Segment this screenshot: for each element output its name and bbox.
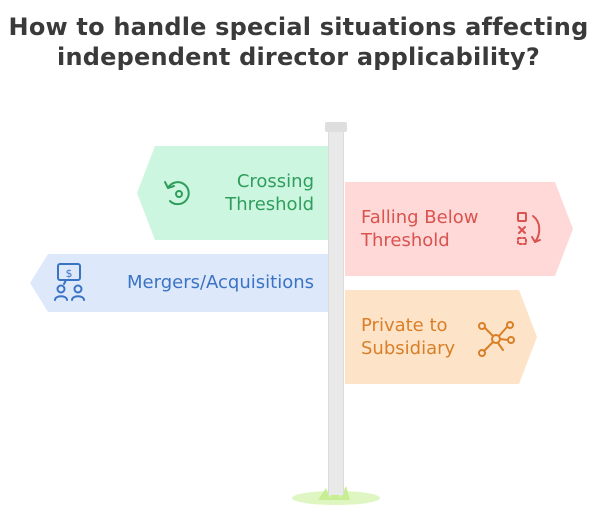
sign-crossing-shape [137,146,328,240]
rotate-ccw-icon [161,176,195,214]
sign-private-label: Private to Subsidiary [361,315,456,359]
sign-falling-shape [345,182,573,276]
sign-private-to-subsidiary: Private to Subsidiary [345,290,537,384]
money-exchange-icon: $ [52,262,88,308]
network-hub-icon [477,320,515,362]
sign-falling-label: Falling Below Threshold [361,207,479,251]
sign-mergers-shape [30,254,328,312]
svg-text:$: $ [66,267,73,280]
signpost-cap [325,122,347,132]
sign-mergers-acquisitions: $ Mergers/Acquisitions [30,254,328,312]
diagram-title: How to handle special situations affecti… [0,12,597,72]
sign-falling-below-threshold: Falling Below Threshold [345,182,573,276]
sort-descending-icon [513,210,547,252]
sign-crossing-label: Crossing Threshold [225,171,314,215]
grass-ground [292,480,380,505]
signpost-pole [328,125,344,495]
sign-private-shape [345,290,537,384]
title-line-2: independent director applicability? [57,43,540,71]
sign-crossing-threshold: Crossing Threshold [137,146,328,240]
sign-mergers-label: Mergers/Acquisitions [127,272,314,293]
title-line-1: How to handle special situations affecti… [8,13,589,41]
